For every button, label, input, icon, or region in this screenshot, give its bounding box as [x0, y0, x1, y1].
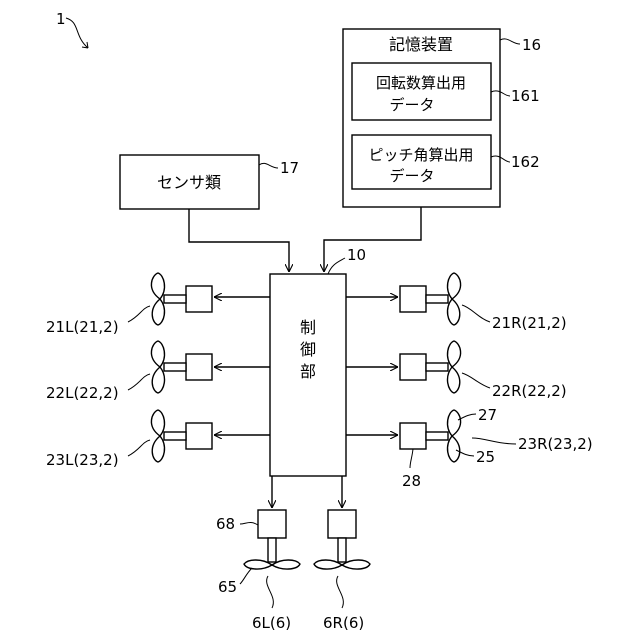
rotor-shaft-right-3 [426, 432, 448, 440]
rotor-leader-right-3 [472, 438, 516, 444]
rotor-shaft-left-1 [164, 295, 186, 303]
rotor-unit-left-2 [151, 341, 270, 393]
rotor-label-right-2: 22R(22,2) [492, 382, 567, 400]
prop-leader [240, 568, 252, 584]
rotor-blade-right-2a [448, 341, 461, 367]
rotor-shaft-right-1 [426, 295, 448, 303]
rotor-leader-left-3 [128, 440, 150, 456]
rotor-motor-left-1 [186, 286, 212, 312]
rotor-label-left-2: 22L(22,2) [46, 384, 119, 402]
rotor-leader-right-2 [462, 373, 490, 388]
rotor-blade-right-3b [448, 436, 460, 462]
propeller-unit-right [314, 510, 370, 569]
rotor-blade-right-3a [448, 410, 461, 436]
pitch-data-line2: データ [389, 167, 434, 185]
figure-leader [66, 18, 88, 48]
motor-ref: 28 [402, 472, 421, 490]
sensors-to-controller-arrow [189, 209, 289, 272]
controller-leader [328, 258, 345, 274]
rotor-motor-left-3 [186, 423, 212, 449]
rotor-unit-left-3 [151, 410, 270, 462]
rotor-blade-left-3a [151, 410, 164, 436]
rotor-label-left-3: 23L(23,2) [46, 451, 119, 469]
right-prop-label-leader [337, 576, 344, 608]
sensors-leader [259, 163, 278, 168]
rotor-blade-right-1b [448, 299, 460, 325]
pitch-data-line1: ピッチ角算出用 [368, 146, 473, 164]
blade-ref: 27 [478, 406, 497, 424]
propeller-shaft-left [268, 538, 276, 562]
rotor-unit-right-3 [346, 410, 461, 462]
controller-label-2: 御 [300, 340, 316, 359]
rotor-label-left-1: 21L(21,2) [46, 318, 119, 336]
propeller-motor-left [258, 510, 286, 538]
rotor-blade-left-1a [151, 273, 164, 299]
storage-title: 記憶装置 [389, 35, 453, 54]
rotor-label-right-1: 21R(21,2) [492, 314, 567, 332]
rotor-shaft-left-2 [164, 363, 186, 371]
rotor-blade-left-3b [152, 436, 164, 462]
left-prop-label: 6L(6) [252, 614, 291, 632]
rotation-data-ref: 161 [511, 87, 540, 105]
prop-motor-leader [240, 522, 258, 525]
rotor-unit-left-1 [151, 273, 270, 325]
propeller-shaft-right [338, 538, 346, 562]
controller-ref: 10 [347, 246, 366, 264]
hub-ref: 25 [476, 448, 495, 466]
sensors-ref: 17 [280, 159, 299, 177]
rotor-blade-left-1b [152, 299, 164, 325]
sensors-label: センサ類 [157, 173, 221, 192]
pitch-data-ref: 162 [511, 153, 540, 171]
rotor-motor-right-1 [400, 286, 426, 312]
rotor-blade-left-2a [151, 341, 164, 367]
rotor-blade-left-2b [152, 367, 164, 393]
blade-leader [458, 414, 476, 420]
rotor-motor-left-2 [186, 354, 212, 380]
prop-motor-ref: 68 [216, 515, 235, 533]
rotation-data-line2: データ [389, 96, 434, 114]
rotor-unit-right-1 [346, 273, 461, 325]
rotor-shaft-right-2 [426, 363, 448, 371]
rotor-leader-left-2 [128, 374, 150, 390]
right-prop-label: 6R(6) [323, 614, 364, 632]
rotation-data-line1: 回転数算出用 [376, 74, 466, 92]
propeller-unit-left [244, 510, 300, 569]
rotor-label-right-3: 23R(23,2) [518, 435, 593, 453]
prop-ref: 65 [218, 578, 237, 596]
storage-leader [500, 39, 520, 44]
rotor-leader-left-1 [128, 306, 150, 322]
rotor-unit-right-2 [346, 341, 461, 393]
controller-label-1: 制 [300, 318, 316, 337]
motor-leader [410, 449, 413, 468]
rotor-blade-right-2b [448, 367, 460, 393]
rotor-motor-right-3 [400, 423, 426, 449]
controller-label-3: 部 [300, 362, 316, 381]
storage-ref: 16 [522, 36, 541, 54]
rotor-blade-right-1a [448, 273, 461, 299]
left-prop-label-leader [267, 576, 274, 608]
figure-number: 1 [56, 10, 66, 28]
rotor-shaft-left-3 [164, 432, 186, 440]
propeller-motor-right [328, 510, 356, 538]
storage-to-controller-arrow [324, 207, 421, 272]
rotor-leader-right-1 [462, 305, 490, 322]
rotor-motor-right-2 [400, 354, 426, 380]
